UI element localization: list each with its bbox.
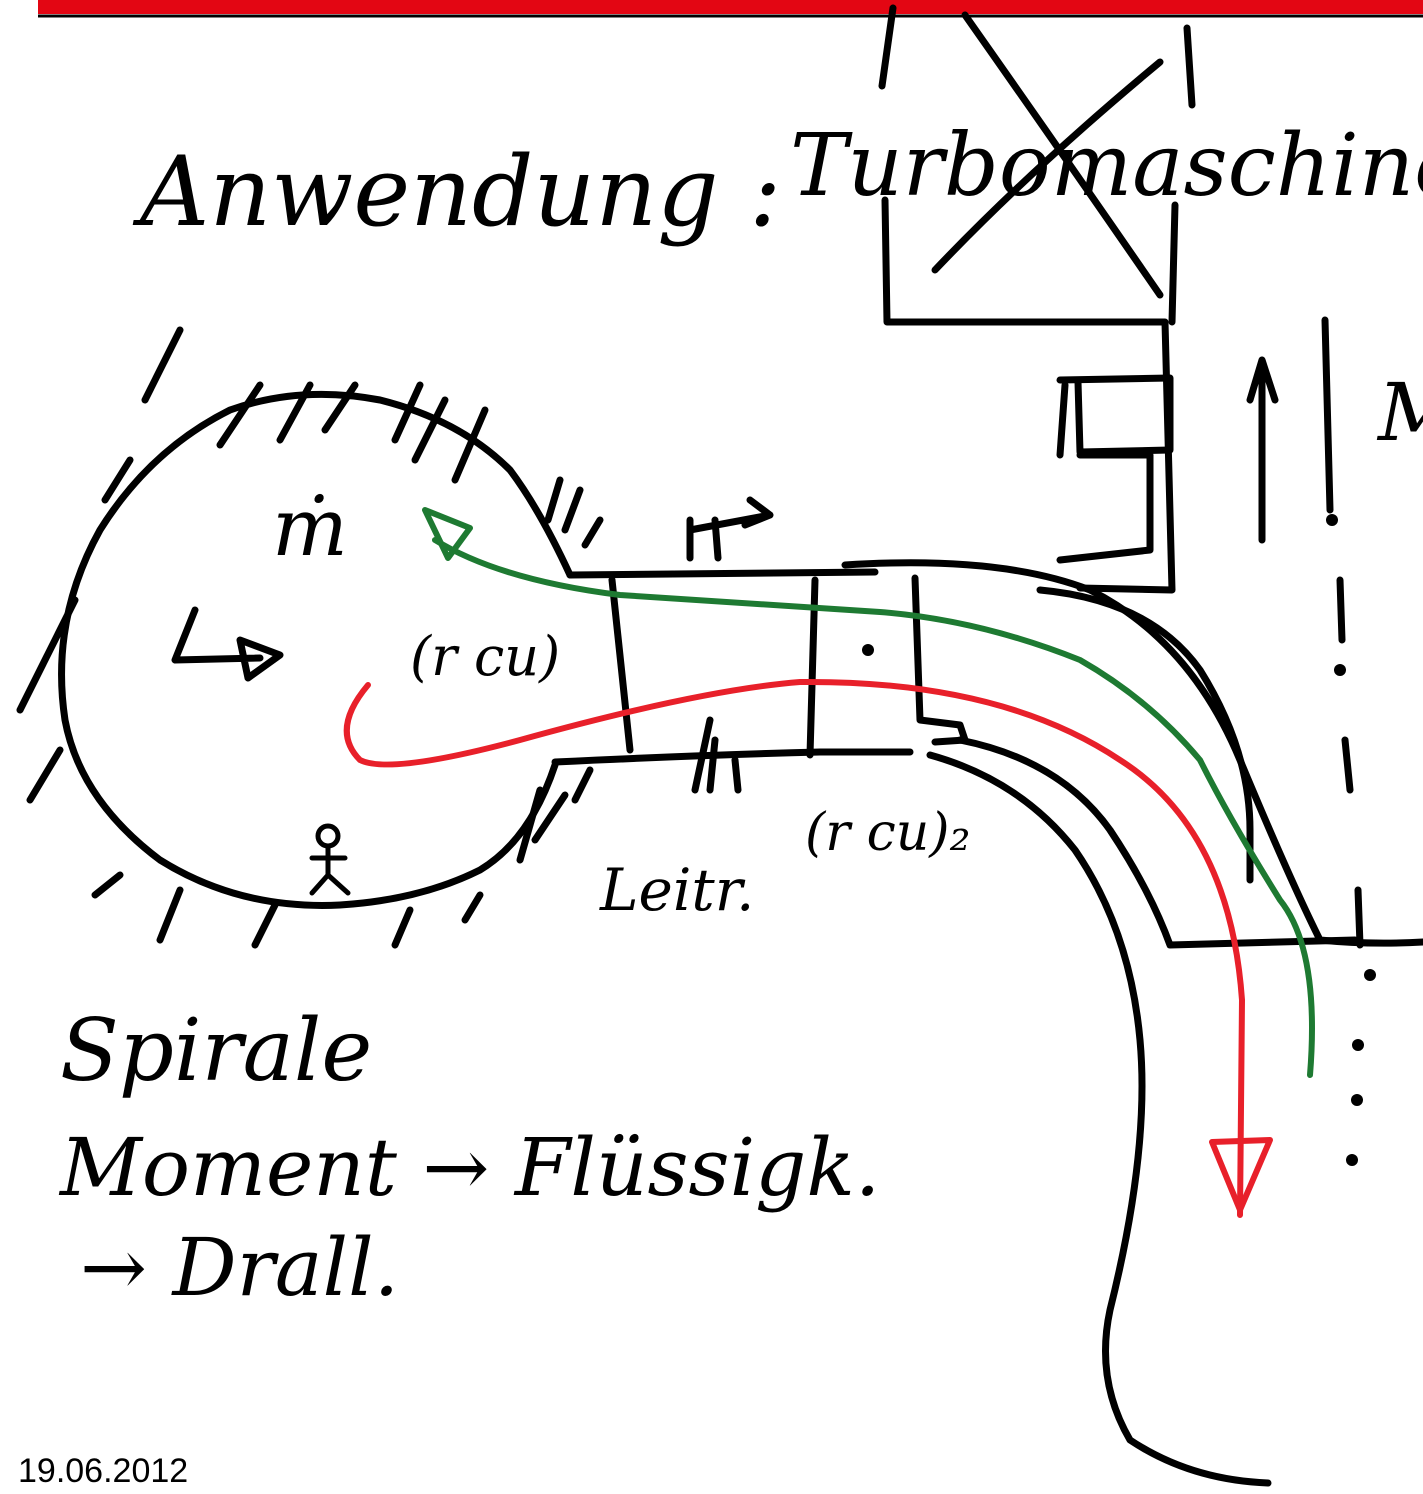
heading-anwendung: Anwendung : [132, 136, 781, 248]
runner-hub [960, 740, 1355, 945]
centerline-dash-2 [1340, 580, 1342, 640]
housing-inner-step [1060, 455, 1150, 560]
note-drall: → Drall. [80, 1221, 399, 1314]
centerline-dash-1 [1325, 320, 1330, 510]
note-moment: Moment → Flüssigk. [58, 1121, 880, 1214]
label-leitrad: Leitr. [599, 856, 755, 924]
bearing-line [1060, 385, 1065, 455]
channel-upper-wall [570, 572, 875, 575]
centerline-dash-4 [1358, 890, 1360, 945]
slide-date: 19.06.2012 [18, 1452, 188, 1491]
note-spirale: Spirale [60, 1001, 372, 1101]
label-moment-m: M [1376, 366, 1423, 459]
centerline-dots [1326, 514, 1376, 1166]
swirl-arrow-symbol [175, 610, 280, 678]
housing-bearing-block [1060, 378, 1170, 452]
label-mdot: ṁ [272, 481, 348, 574]
label-rcu-2: (r cu)₂ [805, 803, 970, 863]
machine-housing [885, 200, 1172, 590]
runner-inlet-edge [915, 578, 965, 742]
housing-right-top [1172, 205, 1175, 322]
header-red-band [38, 0, 1423, 14]
axis-arrow [1250, 360, 1275, 540]
stick-figure-icon [312, 826, 348, 893]
title-tick-2 [1187, 28, 1192, 105]
vane-symbol-top [690, 500, 770, 558]
draft-tube-wall [930, 755, 1268, 1483]
green-arrowhead [425, 510, 470, 558]
centerline-dash-3 [1345, 740, 1350, 790]
title-tick-1 [882, 8, 893, 86]
vane-1 [612, 580, 630, 750]
center-dot [862, 644, 874, 656]
label-rcu-1: (r cu) [410, 625, 560, 688]
